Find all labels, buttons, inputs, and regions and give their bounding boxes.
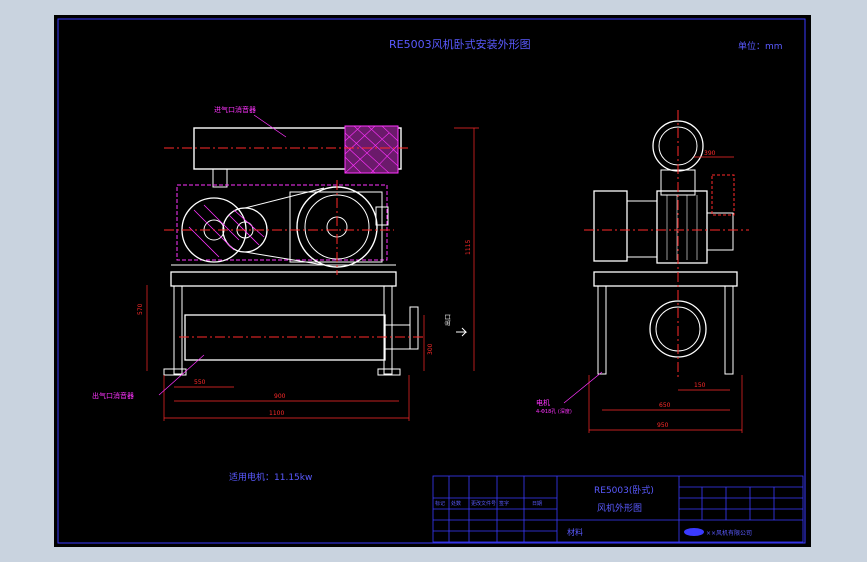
side-leg-right [724, 285, 734, 375]
leg-right [383, 285, 393, 375]
side-leg-left [597, 285, 607, 375]
dim-front-height: 1115 [465, 240, 472, 255]
label-outlet-silencer: 出气口消音器 [92, 391, 134, 400]
tb-col-count: 处数 [451, 500, 461, 507]
tb-col-sign: 签字 [499, 500, 509, 507]
dim-side-top: 390 [704, 150, 716, 157]
tb-col-mark: 标记 [435, 500, 445, 507]
drawing-canvas: RE5003风机卧式安装外形图 单位：mm [54, 15, 811, 547]
dim-side-offset: 150 [694, 382, 706, 389]
dim-front-width: 1100 [269, 410, 284, 417]
tb-name: 风机外形图 [597, 502, 642, 514]
label-outlet: 出口 [444, 314, 452, 326]
label-motor: 电机 [536, 398, 550, 407]
leg-left [173, 285, 183, 375]
title-block [432, 475, 804, 543]
label-motor-size: 4-Φ18孔 (深度) [536, 408, 572, 415]
dim-front-left: 550 [194, 379, 206, 386]
side-coupling [626, 200, 658, 258]
foot-right [377, 368, 401, 376]
dim-front-base-h: 570 [137, 303, 144, 315]
motor-body [289, 191, 383, 263]
outlet-flange [409, 306, 419, 350]
blower-guard [176, 184, 388, 261]
side-blower [656, 190, 708, 264]
technical-drawing: RE5003风机卧式安装外形图 单位：mm [57, 18, 806, 544]
leader-inlet [253, 114, 287, 138]
tb-col-date: 日期 [532, 501, 542, 507]
motor-power-note: 适用电机：11.15kw [229, 471, 312, 483]
front-view: 1100 900 550 570 300 1115 进气口消音器 出气口消音器 … [92, 105, 479, 421]
dim-front-sub: 900 [274, 393, 286, 400]
dim-side-sub: 650 [659, 402, 671, 409]
dim-side-width: 950 [657, 422, 669, 429]
foot-left [163, 368, 187, 376]
side-pulley [706, 212, 734, 251]
leader-motor [563, 371, 603, 404]
tb-company: ××风机有限公司 [706, 529, 752, 537]
base-top-plate [170, 271, 397, 287]
tb-col-doc: 更改文件号 [471, 500, 496, 507]
side-base-top [593, 271, 738, 287]
belt-top [244, 187, 325, 209]
dim-front-outlet-h: 300 [427, 343, 434, 355]
motor-terminal [375, 206, 389, 226]
side-view: 950 650 150 390 电机 4-Φ18孔 (深度) [536, 110, 749, 433]
tb-material: 材料 [567, 527, 583, 537]
belt-bottom [244, 251, 325, 266]
unit-label: 单位：mm [738, 40, 783, 52]
leader-outlet [158, 354, 205, 396]
drawing-title: RE5003风机卧式安装外形图 [389, 37, 531, 51]
drawing-border [57, 18, 806, 544]
tb-model: RE5003(卧式) [594, 484, 654, 496]
inlet-pipe [212, 168, 228, 188]
side-motor [593, 190, 628, 262]
company-logo-icon [684, 528, 704, 536]
outlet-arrow-icon [456, 327, 468, 337]
label-inlet-silencer: 进气口消音器 [214, 105, 256, 114]
side-belt-guard [711, 174, 735, 216]
